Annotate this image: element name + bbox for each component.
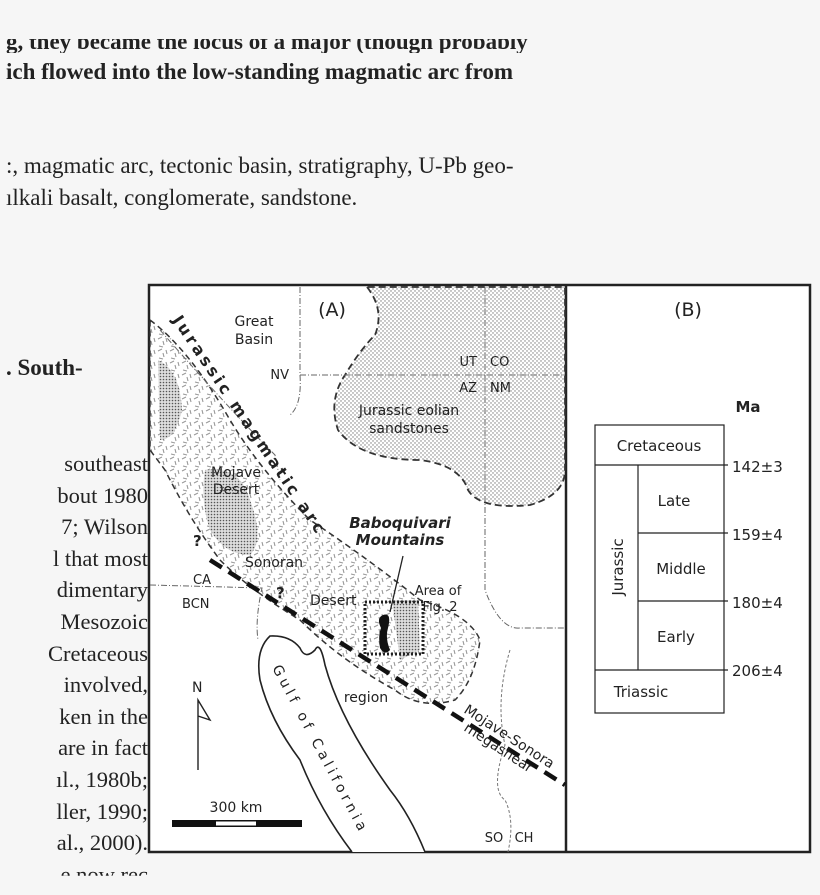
svg-text:Jurassic eolian: Jurassic eolian bbox=[358, 403, 459, 419]
panel-a-map: (A) Great Basin NV UT CO AZ NM Jurassic … bbox=[149, 286, 567, 853]
svg-text:Ma: Ma bbox=[735, 398, 760, 416]
svg-text:?: ? bbox=[276, 584, 285, 602]
left-column-line: dimentary bbox=[56, 577, 148, 603]
state-label: SO bbox=[485, 831, 503, 846]
left-column-line: l that most bbox=[53, 545, 148, 571]
period-jurassic: Jurassic bbox=[609, 538, 627, 596]
mojave-stipple bbox=[203, 469, 258, 555]
svg-text:Area of: Area of bbox=[415, 584, 462, 599]
state-label: CA bbox=[193, 573, 211, 588]
area-of-fig2-box bbox=[363, 600, 425, 656]
svg-text:N: N bbox=[192, 680, 202, 696]
keywords-line: :, magmatic arc, tectonic basin, stratig… bbox=[6, 153, 514, 178]
left-column-line: al., 2000). bbox=[56, 830, 148, 856]
state-label: CO bbox=[490, 355, 509, 370]
svg-text:Baboquivari: Baboquivari bbox=[349, 514, 451, 532]
svg-text:300 km: 300 km bbox=[210, 800, 263, 816]
svg-text:sandstones: sandstones bbox=[369, 421, 449, 437]
panel-a-label: (A) bbox=[318, 299, 346, 321]
left-column-line: involved, bbox=[63, 672, 148, 698]
north-arrow-icon bbox=[197, 697, 212, 770]
left-column-line: e now rec bbox=[60, 861, 148, 887]
left-column-line: ller, 1990; bbox=[56, 798, 148, 824]
state-label: CH bbox=[515, 831, 534, 846]
age-label: 142±3 bbox=[732, 458, 783, 476]
svg-text:Mountains: Mountains bbox=[356, 531, 445, 549]
left-column-line: are in fact bbox=[58, 735, 148, 761]
megashear-fault-line bbox=[208, 558, 567, 787]
left-column-line: Mesozoic bbox=[60, 609, 148, 634]
state-label: AZ bbox=[459, 381, 477, 396]
keywords-line: ılkali basalt, conglomerate, sandstone. bbox=[6, 185, 358, 210]
svg-text:Basin: Basin bbox=[235, 332, 273, 348]
left-column-line: Cretaceous bbox=[48, 640, 148, 666]
svg-text:Mojave: Mojave bbox=[211, 465, 261, 481]
svg-text:Great: Great bbox=[235, 314, 274, 330]
body-text-line: ich flowed into the low-standing magmati… bbox=[6, 59, 514, 84]
age-label: 159±4 bbox=[732, 526, 783, 544]
epoch-label: Middle bbox=[656, 560, 706, 578]
age-label: 206±4 bbox=[732, 662, 783, 680]
left-column-line: 7; Wilson bbox=[61, 514, 148, 540]
section-heading: . South- bbox=[6, 355, 83, 380]
left-column-line: bout 1980 bbox=[57, 482, 148, 508]
left-column-line: southeast bbox=[64, 451, 148, 476]
svg-text:Desert: Desert bbox=[310, 593, 357, 609]
period-triassic: Triassic bbox=[613, 683, 669, 701]
svg-text:Desert: Desert bbox=[213, 482, 260, 498]
svg-text:Fig. 2: Fig. 2 bbox=[423, 600, 458, 615]
period-cretaceous: Cretaceous bbox=[617, 437, 702, 455]
age-label: 180±4 bbox=[732, 594, 783, 612]
state-label: UT bbox=[460, 355, 478, 370]
svg-text:Sonoran: Sonoran bbox=[245, 555, 303, 571]
svg-text:?: ? bbox=[193, 532, 202, 550]
state-label: NV bbox=[270, 368, 289, 383]
panel-b-label: (B) bbox=[674, 299, 702, 321]
epoch-label: Early bbox=[657, 628, 695, 646]
panel-b-timescale bbox=[594, 424, 728, 714]
eolian-sandstone-area bbox=[333, 286, 566, 507]
body-text-line: g, they became the locus of a major (tho… bbox=[6, 29, 528, 54]
left-column-line: ken in the bbox=[59, 703, 148, 729]
state-label: BCN bbox=[182, 597, 210, 612]
left-column-line: ıl., 1980b; bbox=[56, 767, 148, 792]
svg-text:region: region bbox=[344, 690, 388, 706]
epoch-label: Late bbox=[658, 492, 691, 510]
state-boundaries bbox=[289, 287, 565, 629]
state-label: NM bbox=[490, 381, 511, 396]
gulf-of-california-coast bbox=[257, 635, 426, 853]
baboquivari-mountains-mark bbox=[378, 614, 390, 653]
